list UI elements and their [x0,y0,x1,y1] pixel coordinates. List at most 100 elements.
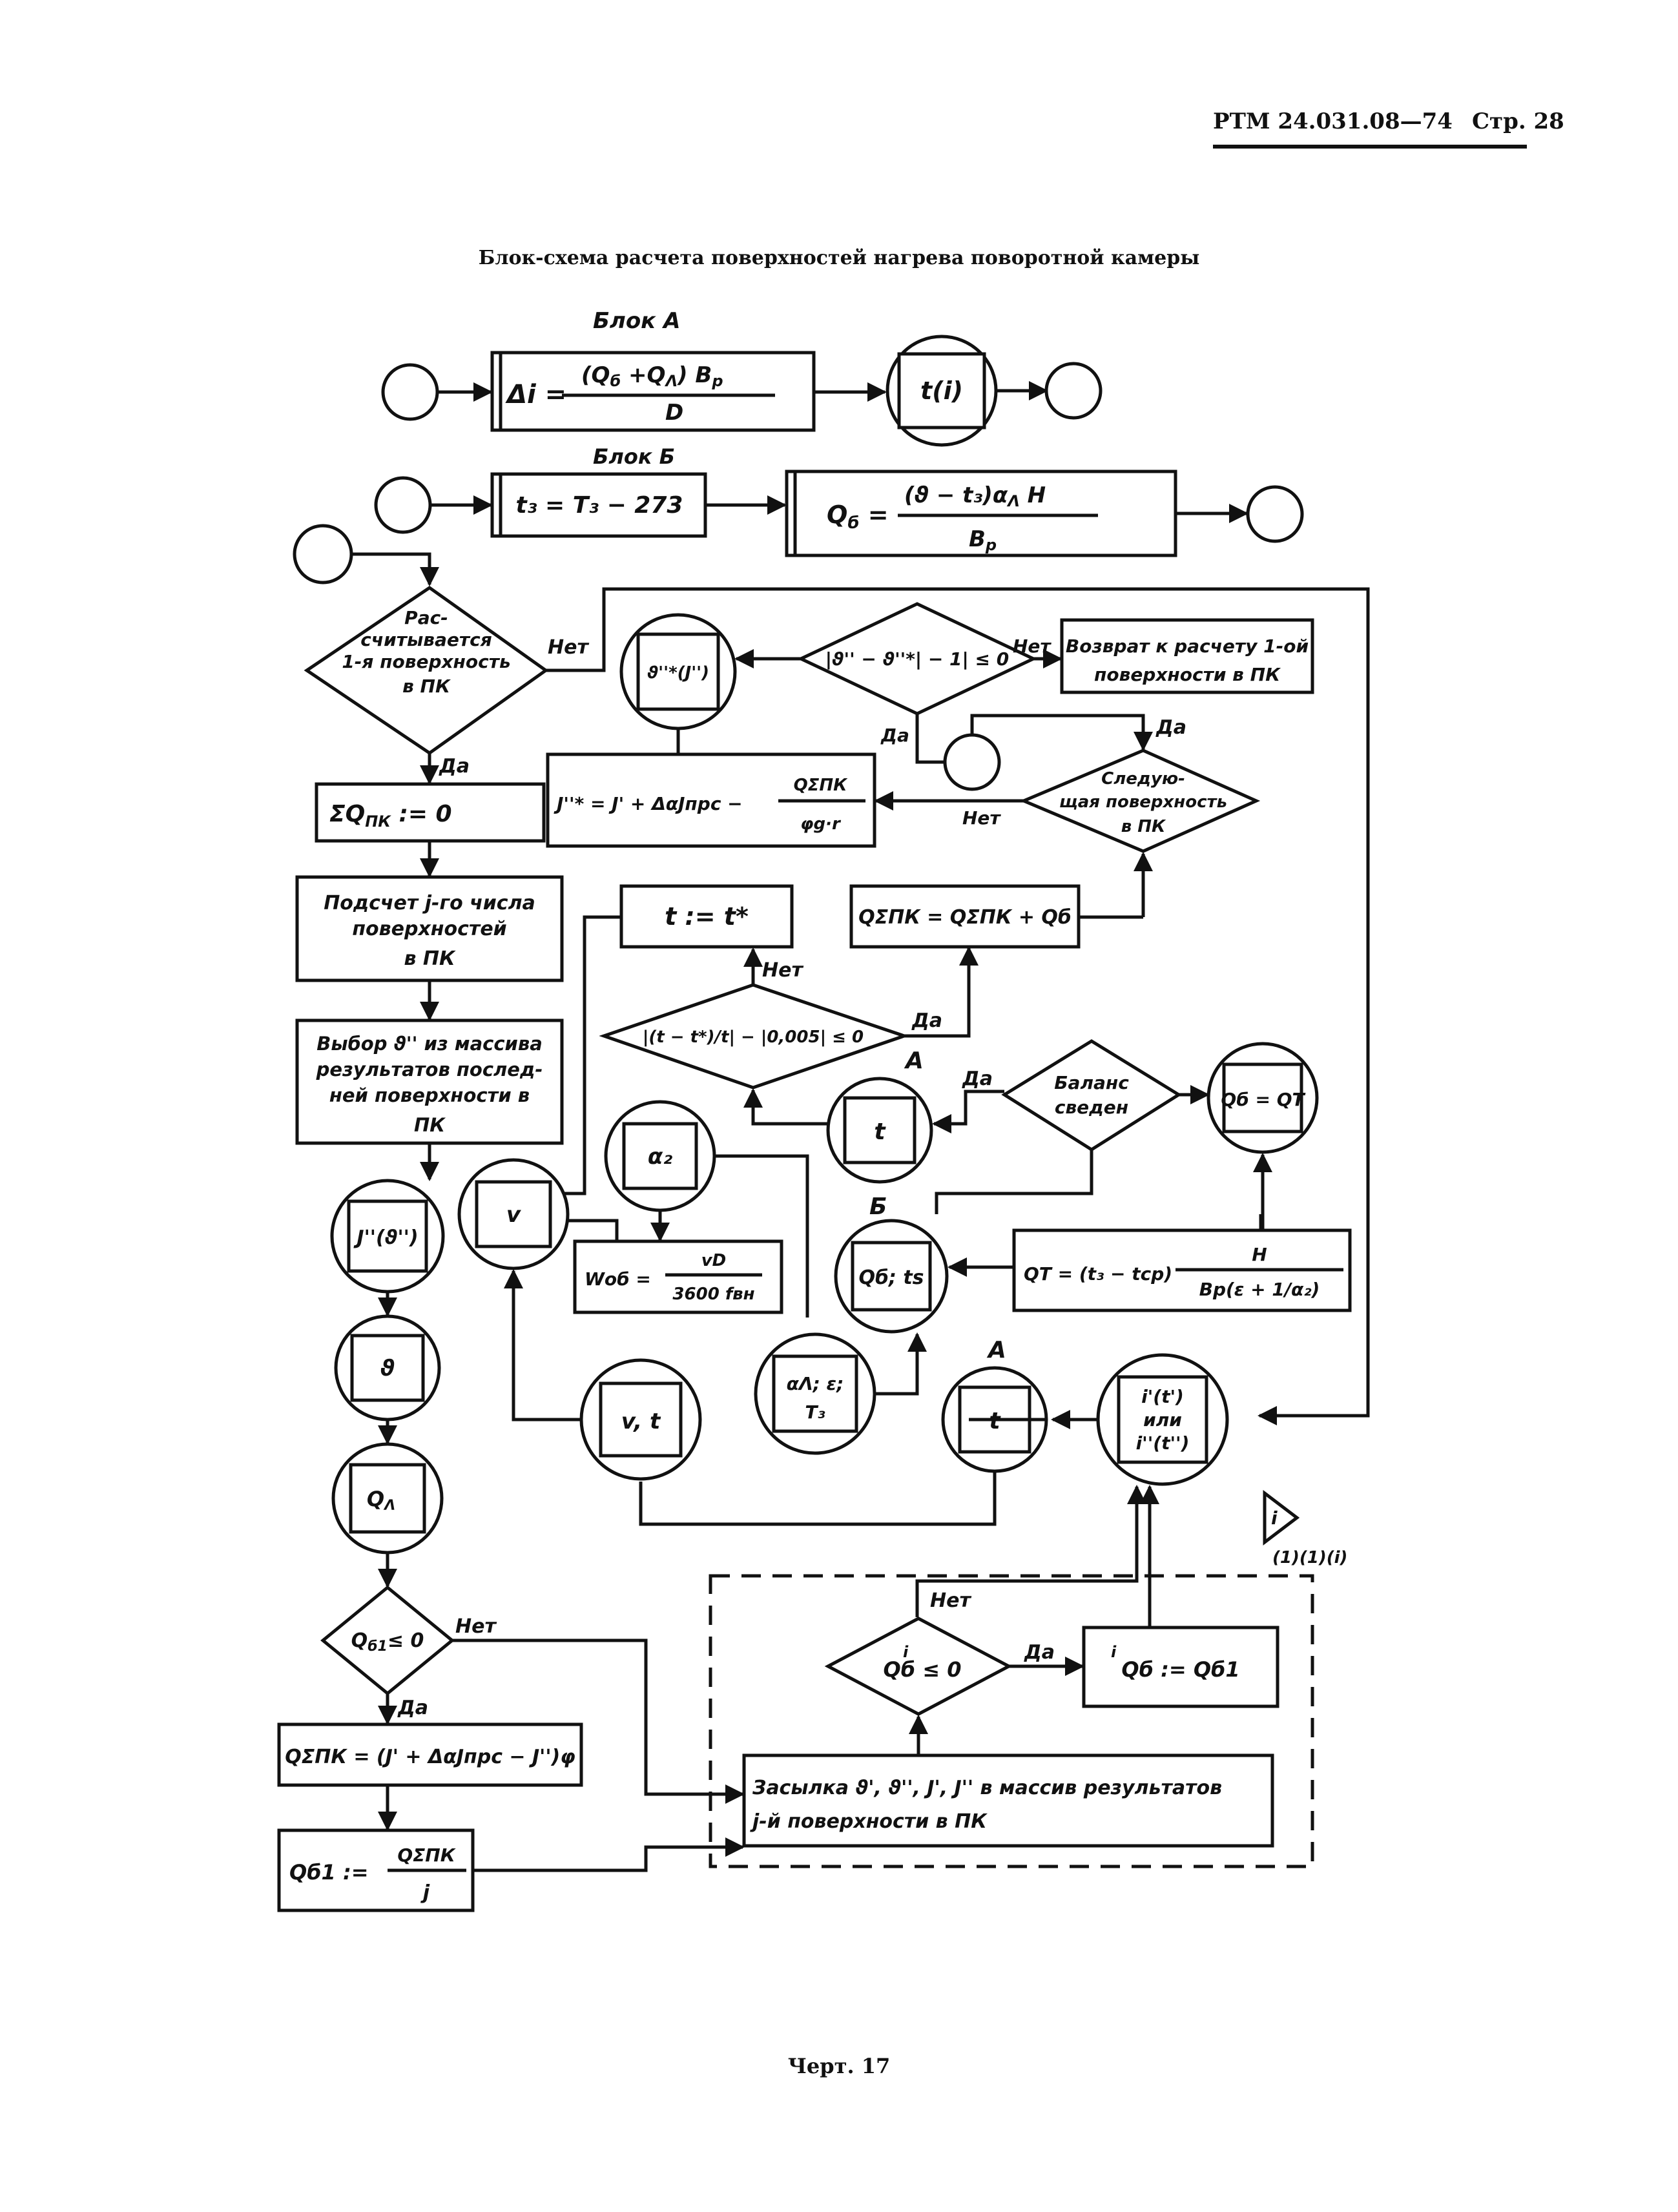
q-b-num: (ϑ − t₃)αΛ H [904,482,1046,510]
first-surface-l4: в ПК [402,676,451,697]
qbi-sup: i [903,1643,909,1661]
send-results-box: Засылка ϑ', ϑ'', J', J'' в массив резуль… [742,1753,1274,1848]
choose-theta-box: Выбор ϑ'' из массива результатов послед-… [295,1018,564,1145]
t-check-no: Нет [762,959,803,982]
theta-text: ϑ [380,1356,395,1381]
first-surface-l2: считывается [360,629,492,650]
flag-i: i [1271,1507,1278,1529]
qbi-yes: Да [1024,1641,1055,1664]
next-surface-yes: Да [1155,716,1186,739]
balance-yes: Да [962,1068,993,1090]
doc-code: РТМ 24.031.08—74 [1213,109,1453,134]
t-assign-box: t := t* [619,884,794,949]
alpha2-text: α₂ [648,1144,672,1170]
j-formula-box: J''* = J' + ΔαJпрс − QΣПК φg·r [546,752,876,848]
qb-eq-qt-node: Qб = QT [1207,1042,1319,1154]
connector-b-label: Б [869,1194,887,1220]
qbi-text: Qб ≤ 0 [884,1657,962,1682]
next-surface-l2: щая поверхность [1059,792,1227,812]
count-j-l2: поверхностей [352,918,506,940]
first-surface-no: Нет [548,636,589,659]
choose-theta-l4: ПК [414,1114,446,1136]
qbi-decision: i Qб ≤ 0 [824,1617,1013,1716]
qb-ts-node: Qб; ts [834,1219,949,1334]
delta-i-den: D [665,400,683,426]
qt-formula-lhs: QT = (t₃ − tср) [1024,1263,1172,1285]
balance-l2: сведен [1055,1097,1128,1118]
i-t-l3: i''(t'') [1136,1432,1190,1454]
i-t-node: i'(t') или i''(t'') [1096,1353,1229,1486]
next-surface-decision: Следую- щая поверхность в ПК [1019,749,1261,853]
q-b1-div-box: Qб1 := QΣПК j [277,1828,475,1912]
t3-box: t₃ = T₃ − 273 [490,472,707,538]
theta-star-text: ϑ''*(J'') [647,663,709,683]
balance-l1: Баланс [1054,1072,1129,1093]
qbi-no: Нет [930,1589,971,1612]
alpha2-node: α₂ [604,1100,716,1212]
qt-formula-den: Bp(ε + 1/α₂) [1199,1279,1320,1300]
q-b1-decision: Qб1≤ 0 [320,1585,455,1696]
q-b1-text: Qб1≤ 0 [351,1629,424,1655]
qb-ts-text: Qб; ts [858,1266,924,1289]
t-a-text: t [874,1119,886,1145]
choose-theta-l2: результатов послед- [316,1059,543,1080]
j-formula-num: QΣПК [794,776,849,795]
return-first-l1: Возврат к расчету 1-ой [1066,636,1309,657]
dashed-group [709,1574,1314,1868]
return-first-box: Возврат к расчету 1-ой поверхности в ПК [1060,618,1314,694]
v-node: v [457,1158,570,1270]
flag-args: (1)(1)(i) [1272,1548,1347,1567]
qb-eq-qt-text: Qб = QT [1221,1089,1305,1110]
loop-connector [943,733,1001,791]
return-first-l2: поверхности в ПК [1094,664,1281,685]
theta-check-decision: |ϑ'' − ϑ''*| − 1| ≤ 0 [797,602,1037,716]
header-rule [1213,145,1527,149]
qbi-assign-text: Qб := Qб1 [1121,1657,1239,1682]
first-surface-decision: Рас- считывается 1-я поверхность в ПК [304,585,549,756]
end-circle-b [1246,485,1304,543]
start-circle-a [381,363,439,421]
page-title: Блок-схема расчета поверхностей нагрева … [478,247,1200,269]
sum-q-zero-text: ΣQПК := 0 [329,801,452,831]
t-of-i-node: t(i) [886,335,998,447]
qt-formula-num: H [1252,1244,1267,1265]
figure-caption: Черт. 17 [787,2054,891,2078]
i-t-l1: i'(t') [1141,1386,1184,1407]
w-formula-den: 3600 fвн [672,1285,754,1304]
t-assign-text: t := t* [665,902,749,931]
block-b-label: Блок Б [593,444,675,469]
j-formula-den: φg·r [800,814,842,834]
q-b1-div-den: j [420,1881,430,1904]
q-sum-acc-box: QΣПК = QΣПК + Qб [849,884,1081,949]
next-surface-l1: Следую- [1101,769,1185,789]
t-check-yes: Да [911,1009,942,1032]
w-formula-box: Wоб = vD 3600 fвн [573,1239,783,1314]
w-formula-num: vD [701,1251,727,1270]
next-surface-l3: в ПК [1121,817,1166,836]
q-b-box: Qб = (ϑ − t₃)αΛ H Bp [785,470,1177,557]
page-header: РТМ 24.031.08—74 Стр. 28 [1213,109,1564,134]
count-j-l3: в ПК [404,947,456,970]
choose-theta-l3: ней поверхности в [329,1084,530,1106]
q-b1-no: Нет [455,1615,497,1638]
qbi-assign-sup: i [1111,1643,1117,1661]
q-sum-formula-text: QΣПК = (J' + ΔαJпрс − J'')φ [285,1746,575,1768]
start-circle-b [374,476,432,534]
connector-a-label-1: А [904,1048,924,1074]
flag-triangle [1263,1489,1300,1546]
send-results-l2: j-й поверхности в ПК [750,1810,988,1833]
start-circle-main [293,524,353,584]
q-b1-yes: Да [397,1697,428,1719]
j-of-theta-text: J''(ϑ'') [353,1226,418,1249]
v-t-text: v, t [621,1409,661,1434]
delta-i-box: Δi = (Qб +QΛ) Bp D [490,351,816,432]
page-number: Стр. 28 [1471,109,1564,134]
theta-node: ϑ [334,1314,441,1421]
t-of-i-text: t(i) [920,377,963,405]
t-a-node: t [826,1077,933,1184]
q-b1-div-lhs: Qб1 := [289,1860,369,1885]
block-a-label: Блок А [593,308,680,334]
qt-formula-box: QT = (t₃ − tср) H Bp(ε + 1/α₂) [1012,1228,1352,1312]
i-t-l2: или [1143,1409,1182,1431]
